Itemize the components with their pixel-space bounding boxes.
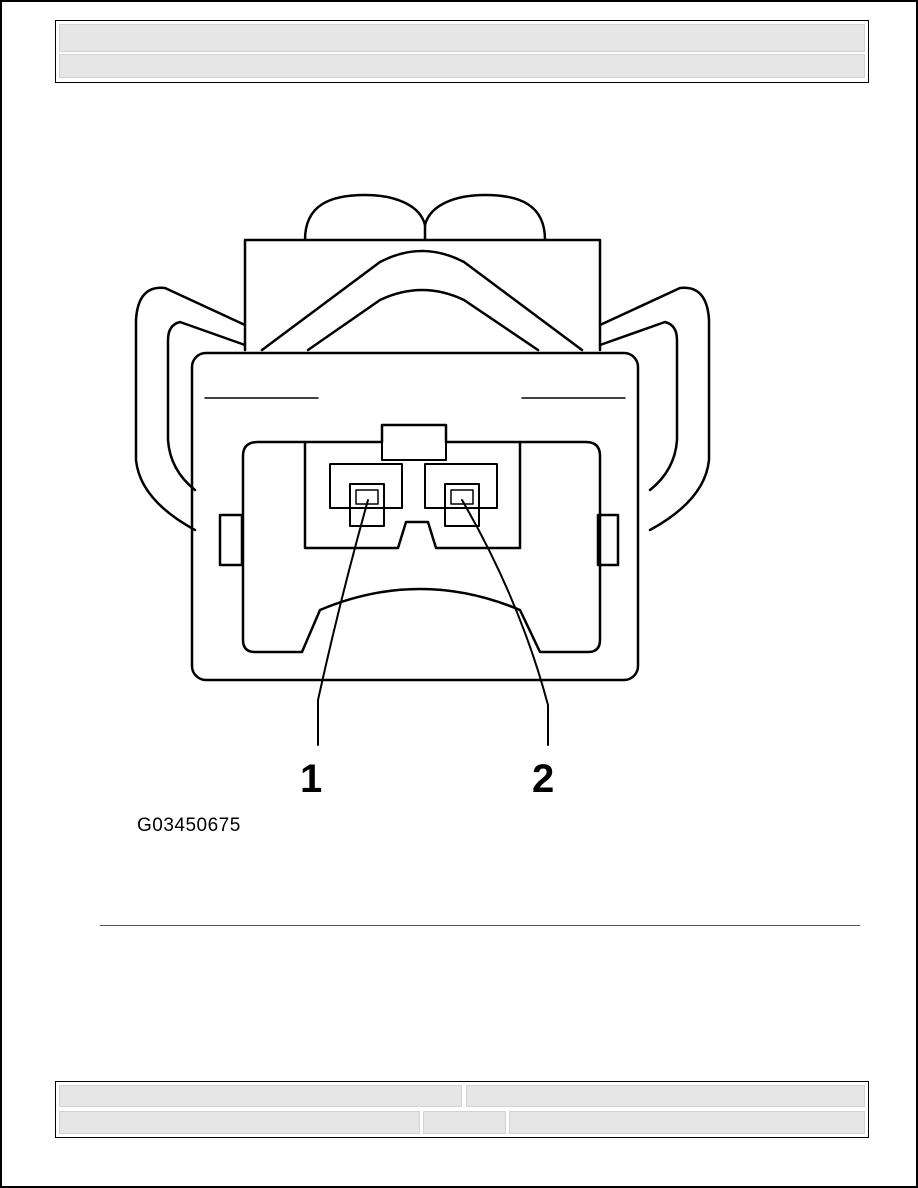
figure-id: G03450675 — [137, 815, 241, 836]
leader-line-2 — [461, 499, 549, 746]
connector-clip-left-inner — [166, 320, 247, 492]
page-footer — [55, 1081, 869, 1138]
latch-window — [381, 424, 447, 461]
pin-2-socket — [444, 483, 480, 527]
divider — [100, 925, 860, 926]
pin-1-socket — [349, 483, 385, 527]
connector-latch-inner — [306, 288, 540, 352]
leader-line-1 — [317, 499, 369, 746]
connector-clip-left — [134, 286, 247, 532]
footer-cell-left-bottom — [59, 1111, 420, 1134]
connector-face — [190, 351, 640, 682]
connector-diagram: 1 2 — [134, 193, 711, 800]
connector-tab-right — [596, 513, 620, 567]
footer-cell-left-top — [59, 1085, 462, 1107]
connector-latch-outer — [260, 249, 584, 352]
header-title-bar — [59, 24, 865, 52]
page-header — [55, 20, 869, 83]
connector-tab-left — [218, 513, 244, 567]
pin-1-housing — [329, 463, 403, 509]
connector-clip-right — [598, 286, 711, 532]
pin-2-contact — [450, 489, 474, 505]
connector-recess — [241, 423, 602, 654]
footer-cell-middle-bottom — [423, 1111, 506, 1134]
footer-cell-right-top — [466, 1085, 865, 1107]
terminal-block — [303, 440, 522, 550]
connector-top-bump-left — [303, 193, 427, 242]
pin-2-housing — [424, 463, 498, 509]
footer-cell-right-bottom — [509, 1111, 865, 1134]
callout-1: 1 — [300, 757, 322, 800]
connector-clip-right-inner — [598, 320, 679, 492]
header-subtitle-bar — [59, 54, 865, 78]
connector-rear-body — [243, 238, 602, 352]
callout-2: 2 — [532, 757, 554, 800]
connector-top-bump-right — [423, 193, 547, 242]
